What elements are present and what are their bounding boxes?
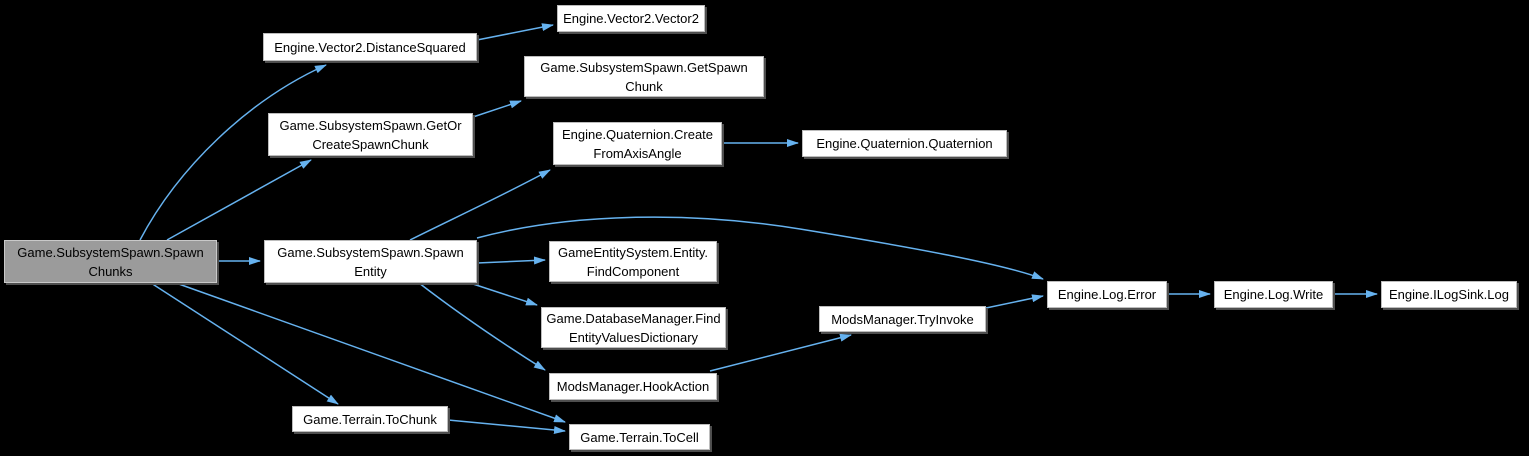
node-label-line: Engine.Log.Write: [1223, 287, 1324, 302]
graph-node-log-write[interactable]: Engine.Log.Write: [1214, 281, 1333, 308]
node-label-line: Engine.Vector2.Vector2: [563, 11, 699, 26]
edge-spawn-entity-to-find-component: [476, 256, 546, 265]
node-label-line: Game.Terrain.ToChunk: [303, 411, 437, 427]
edge-try-invoke-to-log-error: [985, 294, 1044, 309]
node-label-line: GameEntitySystem.Entity.: [557, 244, 709, 260]
graph-node-vector2[interactable]: Engine.Vector2.Vector2: [557, 5, 705, 32]
node-label-line: Chunk: [625, 78, 663, 94]
node-label-line: ModsManager.HookAction: [556, 379, 710, 394]
node-label-line: ModsManager.TryInvoke: [831, 311, 974, 327]
node-label-line: Engine.Quaternion.Quaternion: [816, 136, 993, 151]
node-label-line: Game.SubsystemSpawn.GetSpawn: [540, 59, 748, 75]
edge-get-or-create-spawn-chunk-to-get-spawn-chunk: [472, 100, 522, 118]
node-label-line: Game.SubsystemSpawn.Spawn: [277, 244, 464, 260]
node-label-line: Game.DatabaseManager.Find: [546, 310, 721, 326]
edge-spawn-chunks-to-to-chunk: [150, 282, 339, 405]
node-label-line: Engine.Log.Error: [1057, 287, 1157, 302]
node-label-line: Chunks: [88, 263, 133, 279]
node-label-line: Game.SubsystemSpawn.Spawn: [17, 244, 204, 260]
graph-node-try-invoke[interactable]: ModsManager.TryInvoke: [819, 306, 986, 332]
edge-spawn-entity-to-log-error: [476, 216, 1044, 280]
graph-node-to-cell[interactable]: Game.Terrain.ToCell: [569, 424, 710, 450]
node-label-line: CreateSpawnChunk: [312, 136, 429, 152]
edge-to-chunk-to-to-cell: [447, 419, 566, 434]
edge-hook-action-to-try-invoke: [709, 333, 852, 372]
node-label-line: Engine.Quaternion.Create: [561, 126, 714, 142]
edge-distance-squared-to-vector2: [476, 23, 554, 41]
graph-node-distance-squared[interactable]: Engine.Vector2.DistanceSquared: [263, 33, 477, 61]
graph-node-ilogsink-log[interactable]: Engine.ILogSink.Log: [1381, 281, 1517, 308]
node-label-line: FromAxisAngle: [593, 145, 682, 161]
node-label-line: Game.SubsystemSpawn.GetOr: [279, 117, 462, 133]
edge-spawn-entity-to-hook-action: [418, 282, 546, 371]
graph-node-quaternion[interactable]: Engine.Quaternion.Quaternion: [802, 130, 1007, 157]
edge-spawn-chunks-to-distance-squared: [139, 64, 327, 241]
edge-spawn-chunks-to-to-cell: [175, 282, 566, 423]
edge-spawn-entity-to-create-from-axis-angle: [409, 169, 551, 241]
node-label-line: Engine.Vector2.DistanceSquared: [274, 39, 466, 55]
node-label-line: FindComponent: [586, 263, 680, 279]
graph-node-to-chunk[interactable]: Game.Terrain.ToChunk: [292, 406, 448, 432]
node-label-line: Game.Terrain.ToCell: [580, 429, 699, 445]
edge-spawn-entity-to-find-entity-values-dictionary: [469, 282, 538, 306]
node-label-line: EntityValuesDictionary: [568, 329, 699, 345]
node-label-line: Engine.ILogSink.Log: [1389, 287, 1509, 302]
edge-spawn-chunks-to-get-or-create-spawn-chunk: [166, 159, 312, 241]
graph-node-log-error[interactable]: Engine.Log.Error: [1047, 281, 1167, 308]
node-label-line: Entity: [354, 263, 387, 279]
graph-node-find-component[interactable]: GameEntitySystem.Entity. FindComponent: [549, 241, 717, 282]
graph-node-hook-action[interactable]: ModsManager.HookAction: [549, 373, 717, 400]
